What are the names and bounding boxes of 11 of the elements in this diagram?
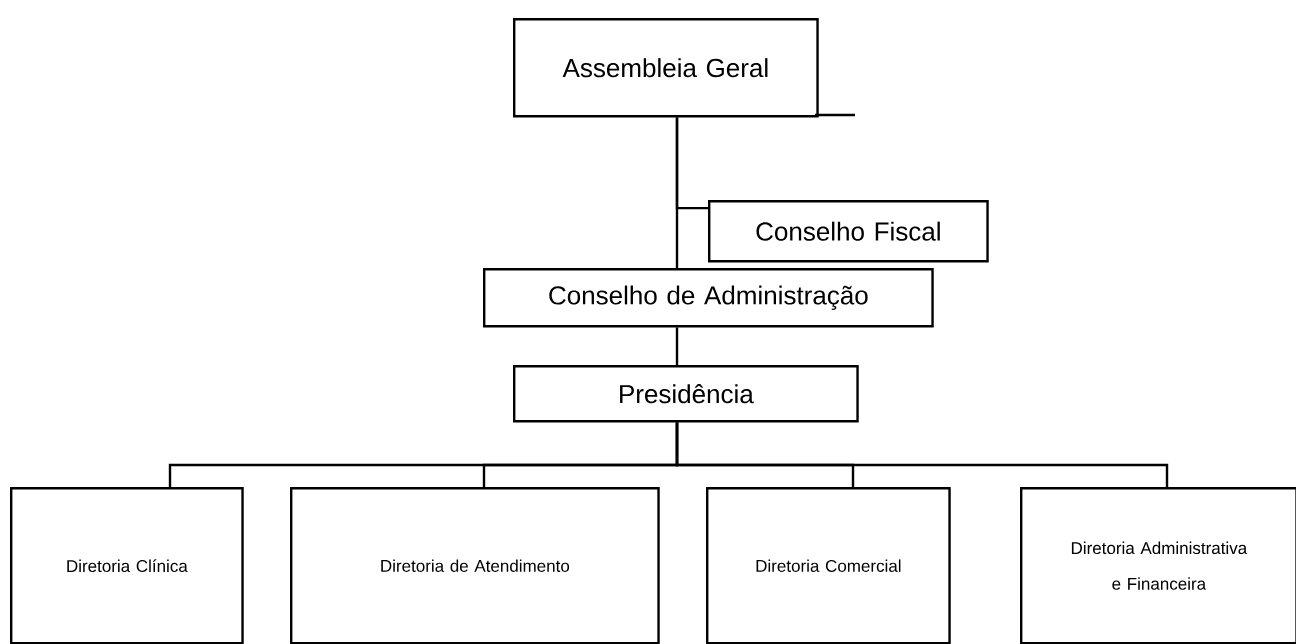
- org-box: Conselho Fiscal: [708, 200, 989, 263]
- org-box: Conselho de Administração: [483, 268, 934, 328]
- connector-line: [675, 422, 1169, 487]
- org-box: Assembleia Geral: [513, 18, 855, 118]
- connector-line: [675, 117, 679, 268]
- org-box: Diretoria Administrativa e Financeira: [1020, 487, 1296, 644]
- org-box: Diretoria de Atendimento: [290, 487, 660, 644]
- org-box: Diretoria Comercial: [706, 487, 951, 644]
- org-box: Diretoria Clínica: [10, 487, 244, 644]
- connector-line: [675, 327, 679, 365]
- org-box: Presidência: [513, 365, 859, 423]
